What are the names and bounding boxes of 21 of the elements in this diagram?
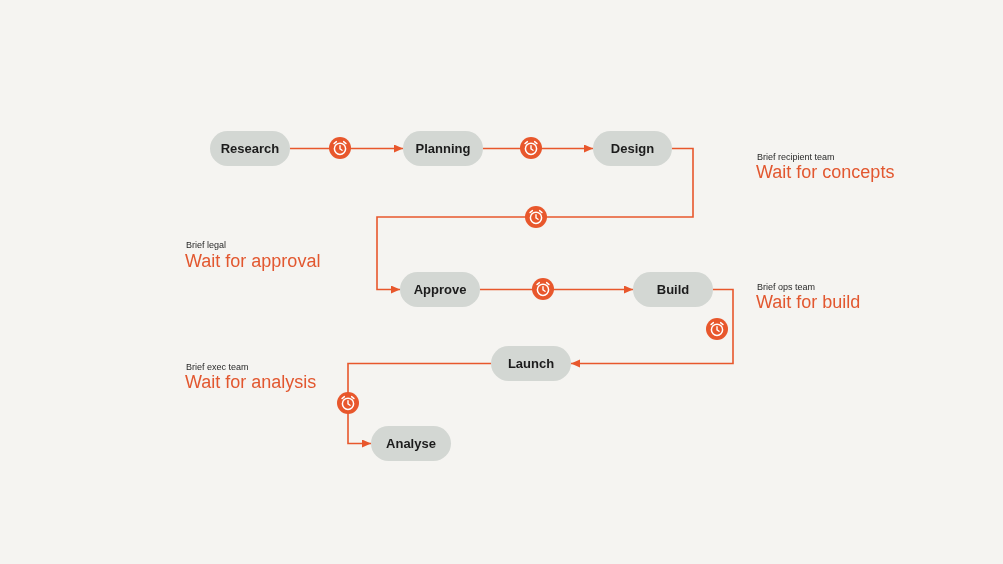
process-step: Analyse xyxy=(371,426,451,461)
connector-arrow xyxy=(376,147,694,294)
connector-arrow xyxy=(289,144,404,153)
process-step: Design xyxy=(593,131,672,166)
team-note: Brief recipient team xyxy=(757,151,835,163)
process-step: Research xyxy=(210,131,290,166)
wait-label: Wait for approval xyxy=(185,251,321,272)
process-step: Approve xyxy=(400,272,480,307)
wait-label: Wait for concepts xyxy=(756,162,895,183)
process-step: Build xyxy=(633,272,713,307)
connector-arrow xyxy=(347,362,492,448)
process-step: Planning xyxy=(403,131,483,166)
connector-arrow xyxy=(482,144,594,153)
process-step: Launch xyxy=(491,346,571,381)
team-note: Brief exec team xyxy=(186,361,249,373)
team-note: Brief legal xyxy=(186,239,227,251)
connector-arrow xyxy=(479,285,634,294)
wait-label: Wait for build xyxy=(756,292,861,313)
wait-label: Wait for analysis xyxy=(185,372,317,393)
connector-arrow xyxy=(570,288,734,368)
team-note: Brief ops team xyxy=(757,281,816,293)
